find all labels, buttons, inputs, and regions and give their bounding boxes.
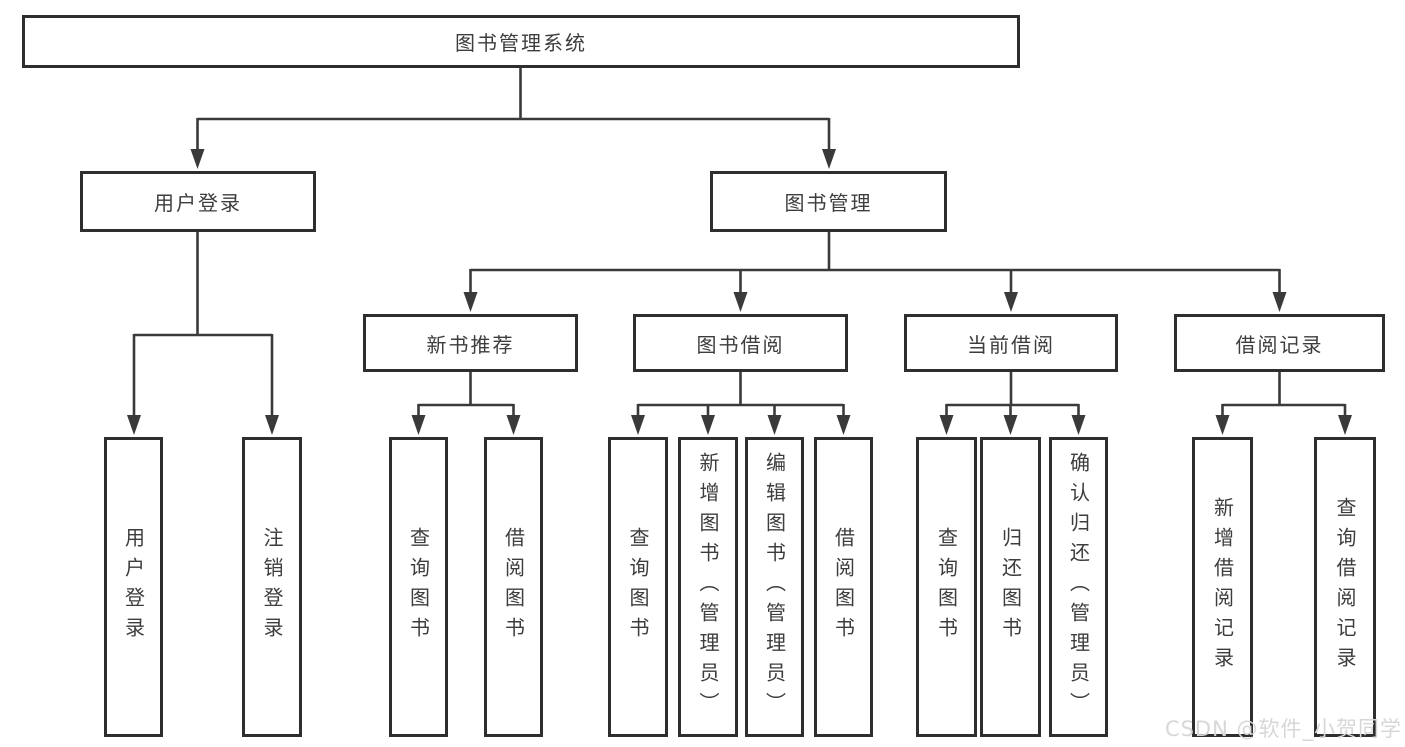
- arrowhead: [1004, 292, 1018, 312]
- node-logout-label: 注销登录: [260, 527, 284, 647]
- arrowhead: [1272, 292, 1287, 312]
- node-query-books-current-label: 查询图书: [934, 527, 959, 647]
- node-book-borrow: 图书借阅: [633, 314, 848, 372]
- connector-current-borrow: [945, 372, 1080, 417]
- node-login: 用户登录: [104, 437, 163, 737]
- node-borrow-books-recommend-label: 借阅图书: [501, 527, 526, 647]
- arrowhead: [265, 415, 279, 435]
- node-borrow-books: 借阅图书: [814, 437, 873, 737]
- arrowhead: [1338, 415, 1352, 435]
- connector-new-book-recommend: [417, 372, 515, 417]
- watermark: CSDN @软件_小贺同学: [1164, 717, 1402, 741]
- node-add-borrow-record: 新增借阅记录: [1192, 437, 1253, 737]
- connector-borrow-records: [1221, 372, 1347, 417]
- arrowhead: [127, 415, 141, 435]
- node-borrow-books-label: 借阅图书: [831, 527, 856, 647]
- node-query-borrow-record: 查询借阅记录: [1314, 437, 1376, 737]
- arrowhead: [733, 292, 748, 312]
- node-user-login: 用户登录: [80, 171, 316, 232]
- node-confirm-return-admin-label: 确认归还（管理员）: [1066, 452, 1091, 722]
- node-login-label: 用户登录: [121, 527, 146, 647]
- node-edit-books-admin-label: 编辑图书（管理员）: [762, 452, 787, 722]
- connector-book-borrow: [636, 372, 845, 417]
- node-current-borrow: 当前借阅: [904, 314, 1118, 372]
- arrowhead: [767, 415, 782, 435]
- node-return-books-label: 归还图书: [998, 527, 1023, 647]
- node-book-borrow-label: 图书借阅: [696, 332, 785, 357]
- node-logout: 注销登录: [242, 437, 302, 737]
- node-borrow-books-recommend: 借阅图书: [484, 437, 543, 737]
- arrowhead: [411, 415, 426, 435]
- node-book-management-label: 图书管理: [784, 191, 873, 215]
- arrowhead: [1003, 415, 1018, 435]
- arrowhead: [836, 415, 851, 435]
- node-query-books-recommend: 查询图书: [389, 437, 448, 737]
- node-query-books-recommend-label: 查询图书: [406, 527, 431, 647]
- arrowhead: [631, 415, 645, 435]
- node-confirm-return-admin: 确认归还（管理员）: [1049, 437, 1108, 737]
- arrowhead: [701, 415, 715, 435]
- node-add-borrow-record-label: 新增借阅记录: [1210, 497, 1235, 677]
- node-user-login-label: 用户登录: [154, 191, 242, 215]
- node-add-books-admin: 新增图书（管理员）: [678, 437, 738, 737]
- node-query-books-borrow-label: 查询图书: [626, 527, 650, 647]
- node-query-books-current: 查询图书: [916, 437, 977, 737]
- node-new-book-recommend: 新书推荐: [363, 314, 578, 372]
- node-root: 图书管理系统: [22, 15, 1020, 68]
- node-new-book-recommend-label: 新书推荐: [426, 332, 515, 357]
- node-current-borrow-label: 当前借阅: [967, 332, 1055, 357]
- node-query-books-borrow: 查询图书: [608, 437, 668, 737]
- connector-root: [196, 68, 831, 150]
- node-book-management: 图书管理: [710, 171, 947, 232]
- arrowhead: [463, 292, 478, 312]
- connector-user-login: [132, 232, 274, 417]
- arrowhead: [190, 149, 205, 169]
- node-root-label: 图书管理系统: [455, 31, 587, 55]
- node-query-borrow-record-label: 查询借阅记录: [1333, 497, 1357, 677]
- arrowhead: [822, 149, 836, 169]
- node-return-books: 归还图书: [980, 437, 1041, 737]
- arrowhead: [939, 415, 954, 435]
- node-edit-books-admin: 编辑图书（管理员）: [745, 437, 804, 737]
- node-borrow-records-label: 借阅记录: [1235, 332, 1324, 357]
- node-add-books-admin-label: 新增图书（管理员）: [696, 452, 720, 722]
- node-borrow-records: 借阅记录: [1174, 314, 1385, 372]
- connector-book-management: [469, 232, 1281, 294]
- arrowhead: [1215, 415, 1230, 435]
- arrowhead: [1071, 415, 1086, 435]
- arrowhead: [506, 415, 521, 435]
